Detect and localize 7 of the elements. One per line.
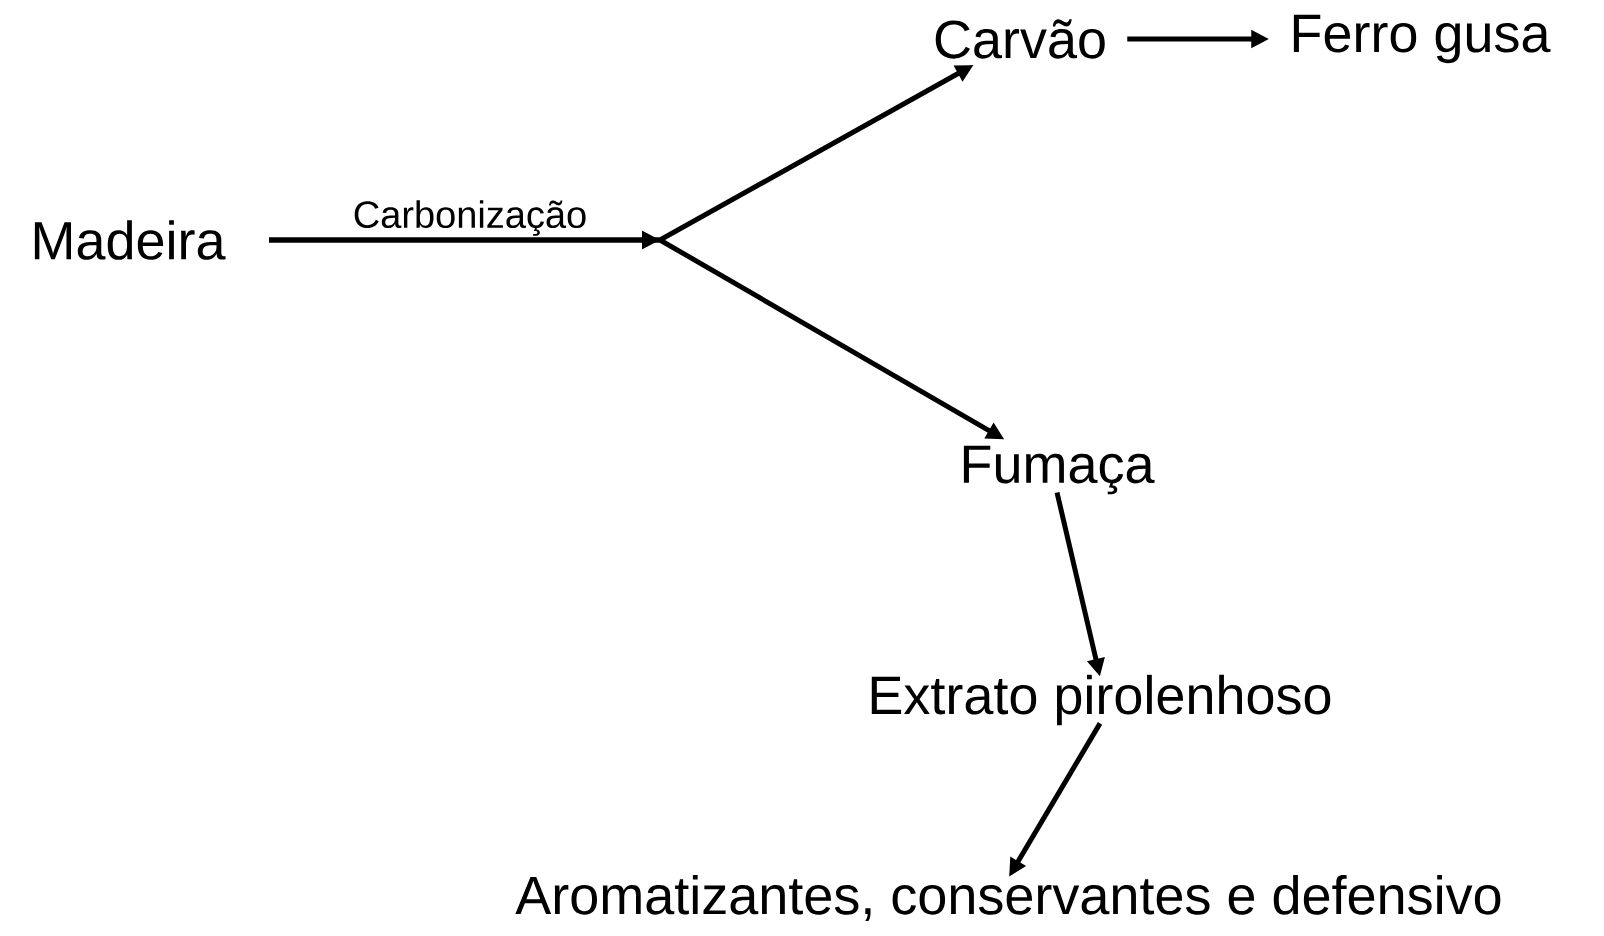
node-text: Carvão bbox=[935, 19, 1105, 59]
node-text: Madeira bbox=[34, 220, 226, 260]
edge-label: Carbonização bbox=[354, 200, 586, 236]
node-text: Extrato pirolenhoso bbox=[871, 674, 1331, 726]
node-text: Aromatizantes, conservantes e defensivo bbox=[515, 875, 1501, 921]
node-text: Fumaça bbox=[963, 445, 1155, 495]
node-text: Ferro gusa bbox=[1293, 14, 1551, 64]
